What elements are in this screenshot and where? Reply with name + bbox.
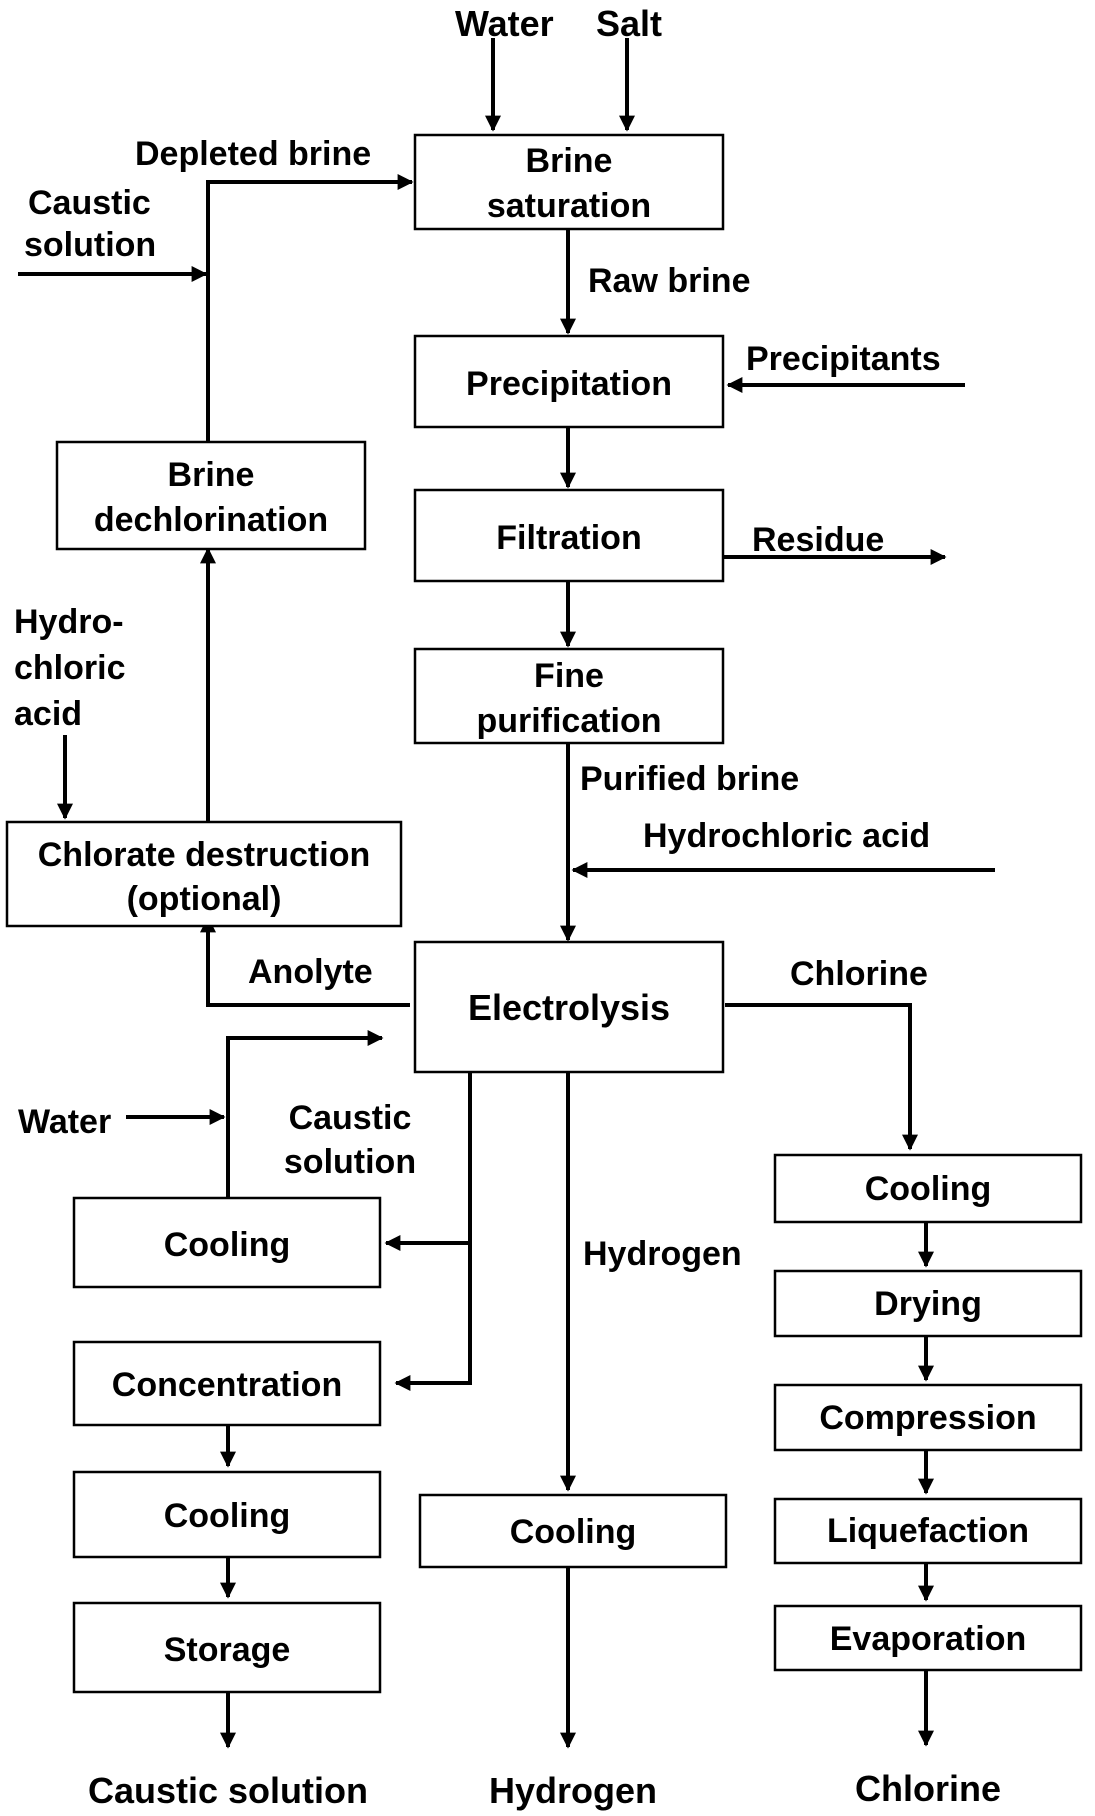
caustic-solution-label-line1: Caustic (289, 1099, 412, 1137)
water-input-label: Water (455, 3, 554, 44)
electrolysis-box: Electrolysis (413, 940, 725, 1074)
anolyte-line (200, 916, 410, 1007)
caustic-cooling-2-label: Cooling (164, 1497, 291, 1535)
chlorine-cooling-label: Cooling (865, 1170, 992, 1208)
filtration-box: Filtration (413, 488, 725, 583)
salt-input-label: Salt (596, 3, 662, 44)
brine-dechlorination-label-line1: Brine (168, 456, 255, 494)
hydrogen-cooling-box: Cooling (418, 1493, 728, 1569)
depleted-brine-line (206, 174, 414, 442)
residue-label: Residue (752, 521, 884, 559)
evaporation-label: Evaporation (830, 1620, 1026, 1658)
chlorine-cooling-box: Cooling (773, 1153, 1083, 1224)
fine-purification-box: Fine purification (413, 647, 725, 745)
fine-purification-label-line1: Fine (534, 657, 604, 695)
flow-labels: Water Salt Depleted brine Caustic soluti… (14, 3, 941, 1273)
caustic-solution-input-label-line2: solution (24, 226, 156, 264)
fine-purification-label-line2: purification (476, 702, 661, 740)
anolyte-label: Anolyte (248, 953, 373, 991)
chlorine-output-label: Chlorine (855, 1768, 1001, 1809)
chlorate-destruction-label-line1: Chlorate destruction (38, 836, 370, 874)
caustic-cooling-box-1: Cooling (72, 1196, 382, 1289)
chlorine-line (725, 1003, 918, 1151)
precipitation-box: Precipitation (413, 334, 725, 429)
cooling-return-line (226, 1030, 384, 1198)
storage-label: Storage (164, 1631, 291, 1669)
caustic-cooling-box-2: Cooling (72, 1470, 382, 1559)
chlorine-label: Chlorine (790, 955, 928, 993)
hydrochloric-acid-left-label-line1: Hydro- (14, 603, 124, 641)
evaporation-box: Evaporation (773, 1604, 1083, 1672)
drying-box: Drying (773, 1269, 1083, 1338)
compression-label: Compression (819, 1399, 1036, 1437)
caustic-solution-input-label-line1: Caustic (28, 184, 151, 222)
electrolysis-label: Electrolysis (468, 987, 670, 1028)
brine-saturation-label-line2: saturation (487, 187, 651, 225)
precipitants-label: Precipitants (746, 340, 941, 378)
hydrochloric-acid-left-label-line2: chloric (14, 649, 125, 687)
purified-brine-label: Purified brine (580, 760, 799, 798)
hydrogen-label: Hydrogen (583, 1235, 742, 1273)
caustic-to-concentration-line (394, 1243, 472, 1391)
chlorate-destruction-box: Chlorate destruction (optional) (5, 820, 403, 928)
storage-box: Storage (72, 1601, 382, 1694)
raw-brine-label: Raw brine (588, 262, 750, 300)
precipitation-label: Precipitation (466, 365, 672, 403)
caustic-solution-output-label: Caustic solution (88, 1770, 368, 1811)
chlorate-destruction-label-line2: (optional) (127, 880, 282, 918)
filtration-label: Filtration (496, 519, 641, 557)
hydrochloric-acid-left-label-line3: acid (14, 695, 82, 733)
caustic-solution-label-line2: solution (284, 1143, 416, 1181)
brine-saturation-label-line1: Brine (526, 142, 613, 180)
caustic-cooling-1-label: Cooling (164, 1226, 291, 1264)
liquefaction-box: Liquefaction (773, 1497, 1083, 1565)
liquefaction-label: Liquefaction (827, 1512, 1029, 1550)
final-products: Caustic solution Hydrogen Chlorine (88, 1768, 1001, 1811)
brine-dechlorination-box: Brine dechlorination (55, 440, 367, 551)
hydrochloric-acid-label: Hydrochloric acid (643, 817, 930, 855)
brine-dechlorination-label-line2: dechlorination (94, 501, 328, 539)
process-boxes: Brine saturation Precipitation Filtratio… (5, 133, 1083, 1694)
depleted-brine-label: Depleted brine (135, 135, 371, 173)
concentration-box: Concentration (72, 1340, 382, 1427)
connectors (18, 38, 995, 1749)
water-label: Water (18, 1103, 111, 1141)
brine-saturation-box: Brine saturation (413, 133, 725, 231)
hydrogen-cooling-label: Cooling (510, 1513, 637, 1551)
compression-box: Compression (773, 1383, 1083, 1452)
drying-label: Drying (874, 1285, 982, 1323)
concentration-label: Concentration (112, 1366, 342, 1404)
hydrogen-output-label: Hydrogen (489, 1770, 657, 1811)
